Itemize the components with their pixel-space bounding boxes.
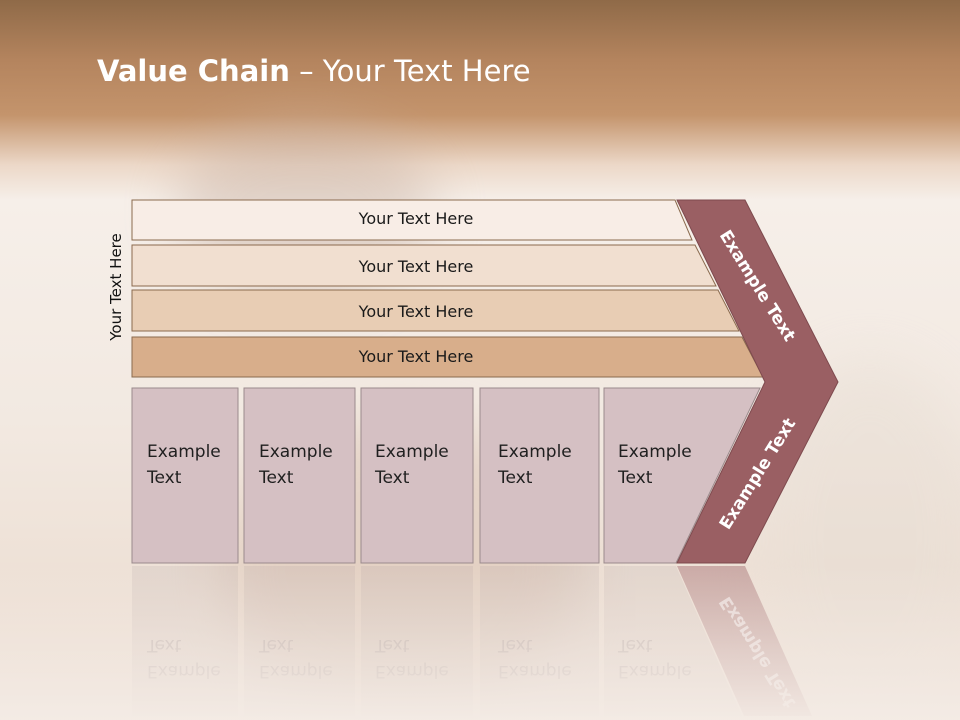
activity-box-1[interactable] xyxy=(131,387,239,564)
title-rest: – Your Text Here xyxy=(289,54,531,88)
reflection-fade xyxy=(0,565,960,720)
slide-title: Value Chain – Your Text Here xyxy=(97,54,531,88)
bar-2-label: Your Text Here xyxy=(358,257,474,276)
bar-1-label: Your Text Here xyxy=(358,209,474,228)
activity-box-2-line2: Text xyxy=(259,468,294,488)
bar-2[interactable] xyxy=(131,244,717,287)
activity-box-5-line1: Example xyxy=(618,442,692,462)
activity-box-3[interactable] xyxy=(360,387,474,564)
activity-box-4[interactable] xyxy=(479,387,600,564)
bar-1[interactable] xyxy=(131,199,693,241)
activity-box-1-line2: Text xyxy=(147,468,182,488)
margin-chevron[interactable] xyxy=(676,199,839,564)
activity-box-4-line2: Text xyxy=(498,468,533,488)
activity-box-1-line1: Example xyxy=(147,442,221,462)
activity-box-2-line1: Example xyxy=(259,442,333,462)
activity-box-3-line1: Example xyxy=(375,442,449,462)
activity-box-2[interactable] xyxy=(243,387,356,564)
activity-box-5[interactable] xyxy=(603,387,761,564)
bar-3-label: Your Text Here xyxy=(358,302,474,321)
activity-box-5-line2: Text xyxy=(618,468,653,488)
activity-box-4-line1: Example xyxy=(498,442,572,462)
title-bold: Value Chain xyxy=(97,54,290,88)
bar-4-label: Your Text Here xyxy=(358,347,474,366)
activity-box-3-line2: Text xyxy=(375,468,410,488)
bar-3[interactable] xyxy=(131,289,740,332)
